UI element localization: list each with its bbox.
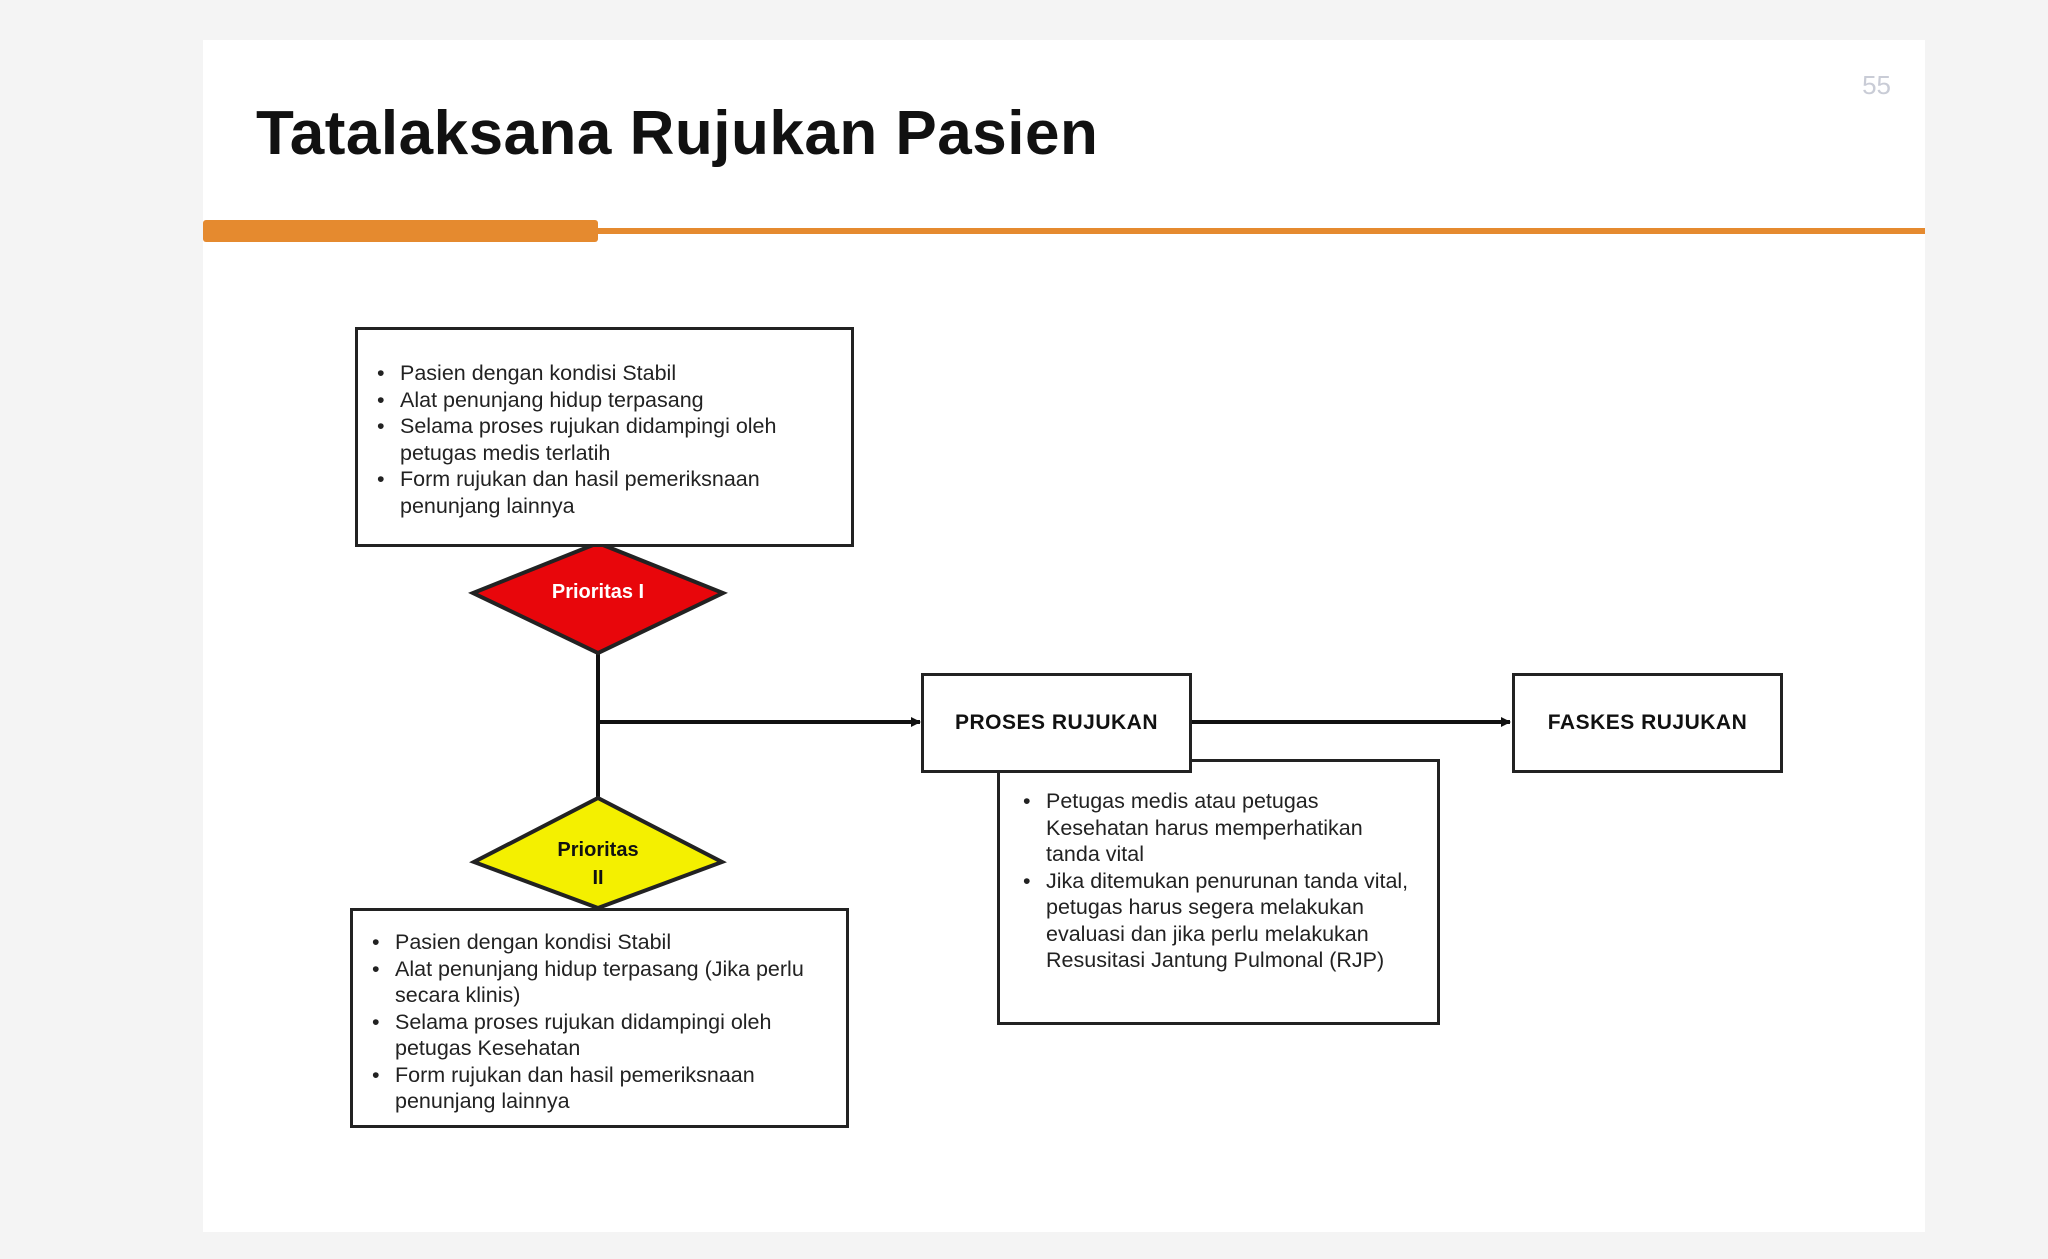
proses-rujukan-box: PROSES RUJUKAN <box>921 673 1192 773</box>
list-item: Form rujukan dan hasil pemeriksnaan penu… <box>377 466 831 519</box>
process-notes-list: Petugas medis atau petugas Kesehatan har… <box>1010 788 1417 974</box>
list-item: Form rujukan dan hasil pemeriksnaan penu… <box>372 1062 826 1115</box>
slide-number: 55 <box>1862 70 1891 100</box>
priority-1-label: Prioritas I <box>551 581 645 603</box>
priority-2-criteria-list: Pasien dengan kondisi Stabil Alat penunj… <box>359 929 826 1115</box>
title-underline-thin <box>598 228 1925 234</box>
list-item: Jika ditemukan penurunan tanda vital, pe… <box>1023 868 1417 974</box>
faskes-rujukan-box: FASKES RUJUKAN <box>1512 673 1783 773</box>
list-item: Alat penunjang hidup terpasang <box>377 387 831 414</box>
process-notes-box: Petugas medis atau petugas Kesehatan har… <box>997 759 1440 1025</box>
priority-2-criteria-box: Pasien dengan kondisi Stabil Alat penunj… <box>350 908 849 1128</box>
priority-1-criteria-box: Pasien dengan kondisi Stabil Alat penunj… <box>355 327 854 547</box>
title-underline-thick <box>203 220 598 242</box>
list-item: Selama proses rujukan didampingi oleh pe… <box>372 1009 826 1062</box>
slide-title: Tatalaksana Rujukan Pasien <box>256 99 1099 168</box>
list-item: Selama proses rujukan didampingi oleh pe… <box>377 413 831 466</box>
list-item: Alat penunjang hidup terpasang (Jika per… <box>372 956 826 1009</box>
list-item: Pasien dengan kondisi Stabil <box>372 929 826 956</box>
list-item: Petugas medis atau petugas Kesehatan har… <box>1023 788 1417 868</box>
priority-2-label-line2: II <box>592 867 604 889</box>
priority-1-criteria-list: Pasien dengan kondisi Stabil Alat penunj… <box>364 360 831 519</box>
priority-1-diamond <box>468 540 728 656</box>
priority-2-label: Prioritas II <box>528 836 668 892</box>
priority-2-label-line1: Prioritas <box>557 839 639 861</box>
list-item: Pasien dengan kondisi Stabil <box>377 360 831 387</box>
